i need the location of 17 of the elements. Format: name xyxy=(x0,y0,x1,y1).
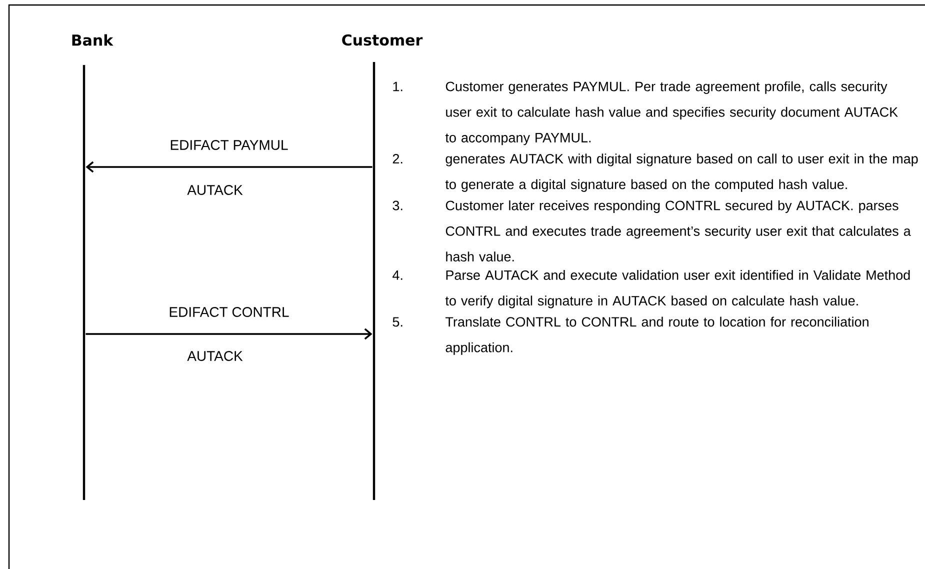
step-text: Customer generates PAYMUL. Per trade agreement profile, calls security user exit to calculate hash value and specifies security document AUTACK to accompany PAYMUL. xyxy=(445,81,898,146)
step-text: Translate CONTRL to CONTRL and route to location for reconciliation application. xyxy=(446,316,868,355)
step-text: Customer later receives responding CONTRL secured by AUTACK. parses CONTRL and executes trade agreement’s security user exit that calculates a hash value. xyxy=(446,200,911,262)
lifeline: Bank xyxy=(72,34,114,500)
message-label: AUTACK xyxy=(187,185,243,195)
message-label: AUTACK xyxy=(187,351,243,361)
arrow xyxy=(86,161,372,173)
edge-label: EDIFACT PAYMUL xyxy=(170,140,288,150)
step-number: 2. xyxy=(392,154,402,164)
step-number: 5. xyxy=(392,317,402,327)
step-text: Parse AUTACK and execute validation user exit identified in Validate Method to verify digital signature in AUTACK based on calculate hash value. xyxy=(445,270,910,308)
step-number: 3. xyxy=(392,200,402,210)
step-text: generates AUTACK with digital signature based on call to user exit in the map to generate a digital signature based on the computed hash value. xyxy=(445,154,918,192)
arrow xyxy=(86,328,372,340)
step-number: 4. xyxy=(392,270,402,280)
step-number: 1. xyxy=(393,82,402,92)
edge-label: EDIFACT CONTRL xyxy=(170,307,289,317)
